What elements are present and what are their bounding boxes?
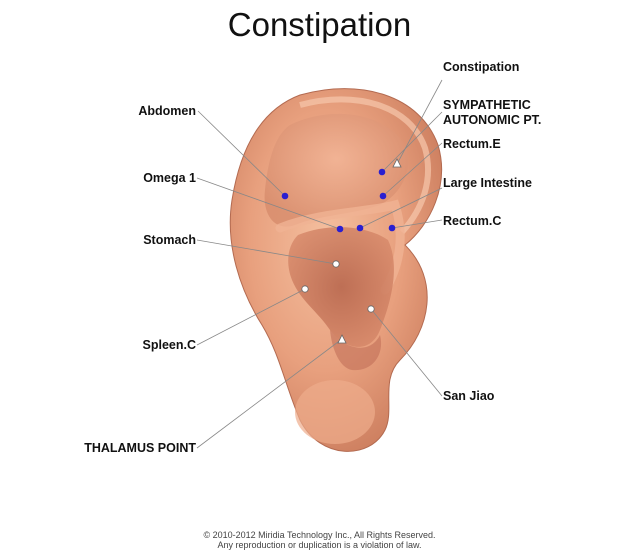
antihelix: [275, 199, 405, 295]
helix-rim: [299, 96, 431, 235]
label-thalamus-point: THALAMUS POINT: [84, 441, 196, 455]
concha: [288, 227, 394, 347]
label-stomach: Stomach: [143, 233, 196, 247]
point-san-jiao: [367, 305, 375, 313]
point-thalamus: [337, 334, 347, 344]
point-rectum-e: [379, 192, 387, 200]
label-omega-1: Omega 1: [143, 171, 196, 185]
point-omega-1: [336, 225, 344, 233]
label-spleen-c: Spleen.C: [142, 338, 197, 352]
point-constipation: [392, 158, 402, 168]
label-rectum-e: Rectum.E: [443, 137, 501, 151]
label-san-jiao: San Jiao: [443, 389, 495, 403]
copyright-line: © 2010-2012 Miridia Technology Inc., All…: [203, 530, 436, 540]
label-abdomen: Abdomen: [138, 104, 196, 118]
label-sympathetic-line2: AUTONOMIC PT.: [443, 113, 542, 127]
point-spleen-c: [301, 285, 309, 293]
label-rectum-c: Rectum.C: [443, 214, 502, 228]
antitragus: [330, 330, 382, 371]
acupoints: [281, 158, 402, 344]
label-sympathetic-line1: SYMPATHETIC: [443, 98, 531, 112]
legal-notice: Any reproduction or duplication is a vio…: [217, 540, 422, 550]
label-large-intestine: Large Intestine: [443, 176, 532, 190]
point-sympathetic: [378, 168, 386, 176]
point-rectum-c: [388, 224, 396, 232]
scapha: [264, 113, 409, 227]
page-title: Constipation: [227, 6, 412, 43]
label-constipation: Constipation: [443, 60, 520, 74]
earlobe: [295, 380, 375, 444]
point-abdomen: [281, 192, 289, 200]
point-stomach: [332, 260, 340, 268]
point-large-intestine: [356, 224, 364, 232]
leader-lines: [196, 79, 443, 449]
